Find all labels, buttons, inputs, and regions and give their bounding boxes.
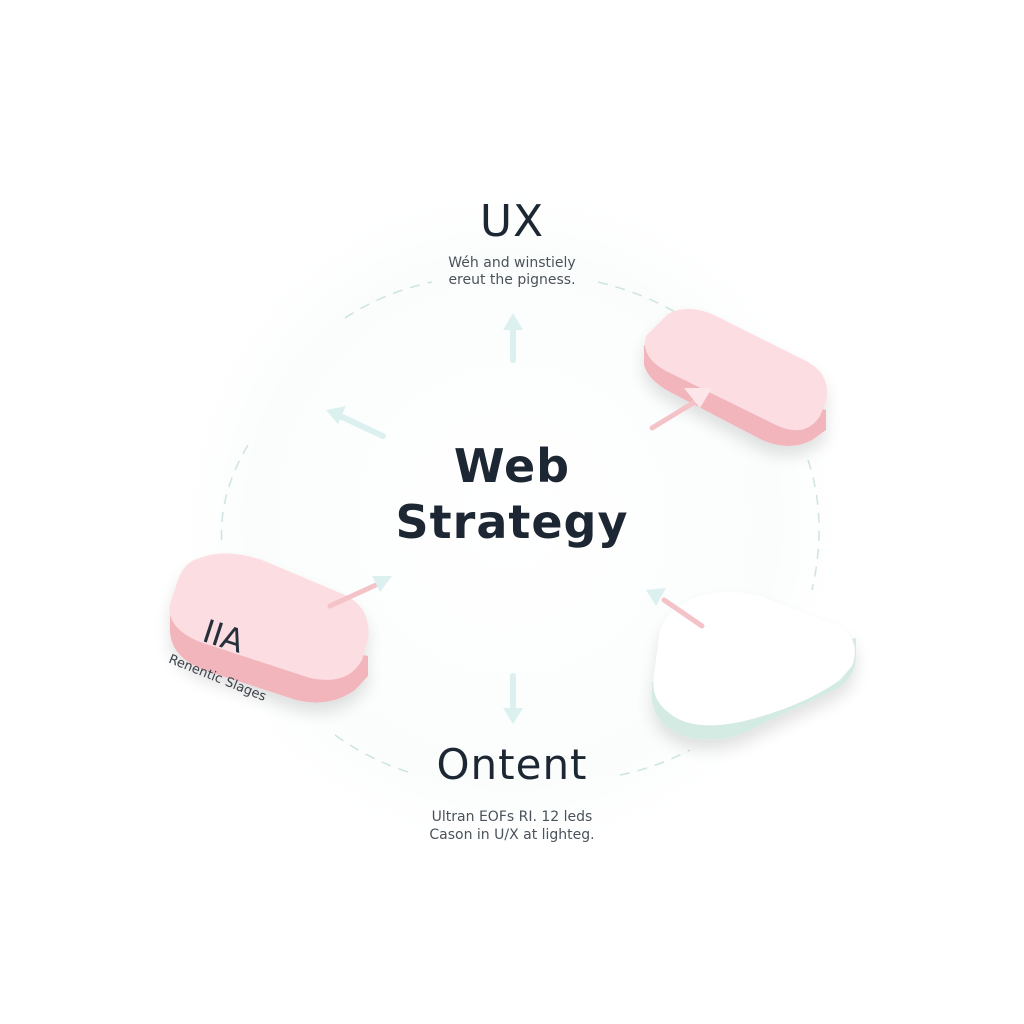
bottom-right-arrow-icon	[646, 588, 705, 629]
dashed-cycle-ring	[220, 281, 820, 776]
center-title: Web Strategy	[362, 438, 662, 550]
down-arrow-icon	[503, 673, 523, 724]
ia-arrow-icon	[327, 576, 392, 609]
ux-node-description: Wéh and winstiely ereut the pigness.	[392, 255, 632, 289]
content-description-line-1: Ultran EOFs RI. 12 leds	[431, 809, 593, 825]
top-right-block[interactable]	[644, 308, 828, 446]
up-left-arrow-icon	[326, 406, 386, 439]
center-title-line-2: Strategy	[395, 495, 629, 549]
content-node-description: Ultran EOFs RI. 12 leds Cason in U/X at …	[372, 808, 652, 844]
up-arrow-icon	[503, 313, 523, 363]
content-node-title: Ontent	[436, 740, 588, 789]
top-right-arrow-icon	[649, 388, 712, 431]
ux-node-title: UX	[479, 196, 545, 247]
center-title-line-1: Web	[453, 439, 571, 493]
ux-description-line-1: Wéh and winstiely	[448, 255, 576, 271]
content-description-line-2: Cason in U/X at lighteg.	[429, 827, 595, 843]
ux-description-line-2: ereut the pigness.	[448, 272, 576, 288]
ia-block[interactable]	[169, 553, 369, 703]
